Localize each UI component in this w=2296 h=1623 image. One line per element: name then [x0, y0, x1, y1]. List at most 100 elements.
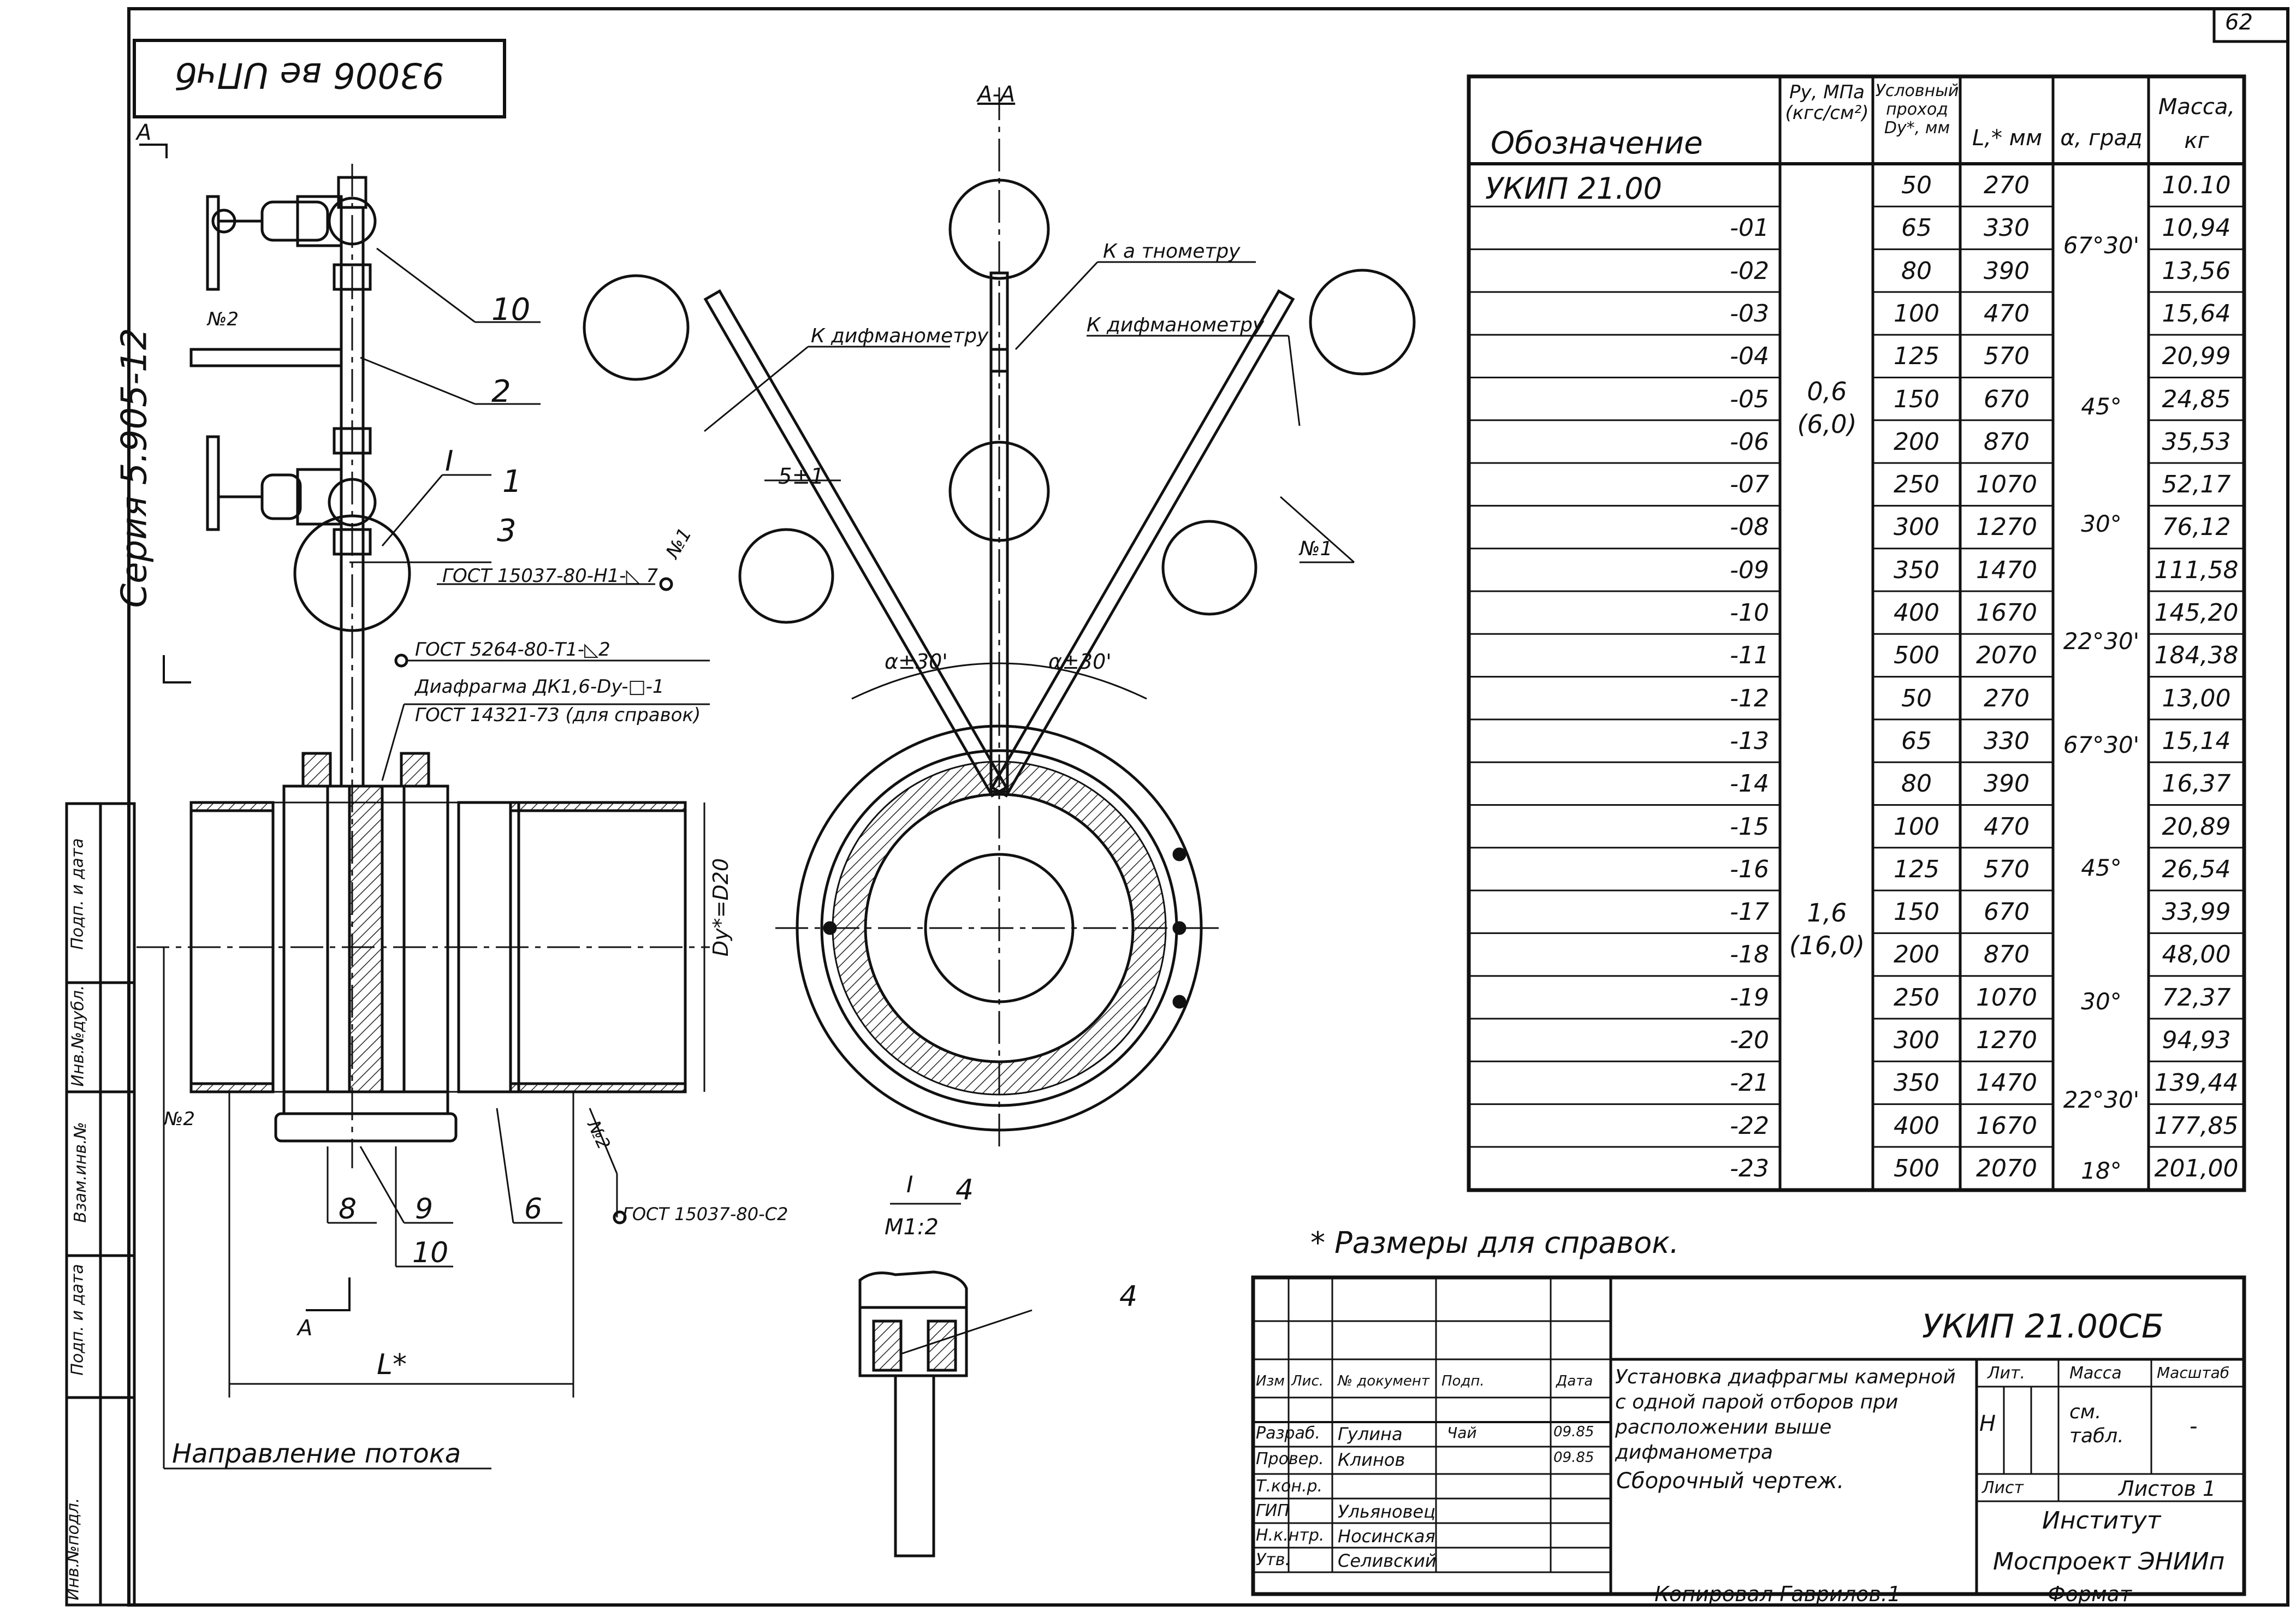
tb-scale: Масштаб	[2157, 1364, 2230, 1382]
weld-no2-label-b: №2	[164, 1108, 195, 1130]
row-length: 1270	[1976, 513, 2037, 542]
section-a-a	[583, 87, 1416, 1152]
stamp-podp-data-2: Подп. и дата	[68, 838, 87, 950]
row-designation: -15	[1730, 812, 1769, 841]
detail-title: I	[906, 1171, 913, 1198]
to-kontometer: К а тнометру	[1103, 240, 1241, 263]
row-nominal: 500	[1894, 1154, 1939, 1182]
tb-head-izm: Изм	[1256, 1373, 1285, 1389]
tb-head-doc: № документ	[1338, 1373, 1430, 1389]
row-length: 1470	[1976, 556, 2037, 584]
row-designation: -12	[1730, 684, 1769, 712]
angle-group-1: 67°30'	[2063, 232, 2140, 259]
row-length: 1070	[1976, 983, 2037, 1012]
header-length: L,* мм	[1972, 126, 2043, 151]
row-nominal: 100	[1894, 812, 1939, 841]
angle-left: α±30'	[885, 650, 948, 674]
pos-8: 8	[339, 1193, 357, 1226]
stamp-vzam-inv: Взам.инв.№	[70, 1122, 90, 1223]
tb-institute-2: Моспроект ЭНИИп	[1993, 1548, 2225, 1576]
side-stamp	[65, 802, 136, 1607]
row-mass: 48,00	[2162, 941, 2231, 969]
row-nominal: 65	[1901, 214, 1932, 242]
row-length: 390	[1984, 257, 2030, 285]
tb-role: Н.к.нтр.	[1256, 1526, 1325, 1545]
row-mass: 15,14	[2162, 727, 2231, 755]
row-designation: -23	[1730, 1154, 1769, 1182]
row-designation: -22	[1730, 1111, 1769, 1140]
sheet-frame	[127, 7, 2289, 1607]
tb-head-date: Дата	[1556, 1373, 1593, 1389]
row-designation: -07	[1730, 471, 1769, 499]
angle-group-9: 18°	[2081, 1157, 2122, 1184]
row-nominal: 350	[1894, 1069, 1939, 1097]
pos-1: 1	[502, 464, 522, 500]
pos-5: 10	[491, 292, 531, 328]
row-length: 330	[1984, 214, 2030, 242]
detail-i	[858, 1203, 1033, 1557]
tb-scale-value: -	[2190, 1414, 2198, 1439]
tb-sheet: Лист	[1982, 1478, 2024, 1497]
pressure-group-1-paren: (6,0)	[1797, 409, 1857, 439]
row-nominal: 300	[1894, 1026, 1939, 1054]
to-difmanometer-left: К дифманометру	[811, 325, 989, 347]
page-number: 62	[2225, 10, 2253, 35]
tb-name: Ульяновец	[1338, 1501, 1435, 1522]
row-nominal: 250	[1894, 983, 1939, 1012]
front-view	[137, 144, 710, 1470]
tb-mass: Масса	[2069, 1364, 2122, 1383]
diaphragm-note-2: ГОСТ 14321-73 (для справок)	[415, 704, 701, 726]
section-title: А-А	[977, 82, 1016, 107]
row-designation: -10	[1730, 599, 1769, 627]
row-designation: -11	[1730, 641, 1769, 670]
row-mass: 20,89	[2162, 812, 2231, 841]
flow-direction: Направление потока	[172, 1438, 461, 1469]
dim-l: L*	[377, 1348, 407, 1381]
to-difmanometer-right: К дифманометру	[1087, 314, 1265, 336]
row-mass: 145,20	[2154, 599, 2239, 627]
section-marker-top: А	[137, 120, 152, 145]
tb-role: Т.кон.р.	[1256, 1477, 1323, 1496]
row-designation: -09	[1730, 556, 1769, 584]
title-code: УКИП 21.00СБ	[1922, 1307, 2164, 1346]
row-nominal: 350	[1894, 556, 1939, 584]
row-designation: -17	[1730, 898, 1769, 926]
row-nominal: 300	[1894, 513, 1939, 542]
tb-lit-value: Н	[1979, 1411, 1996, 1436]
row-length: 1270	[1976, 1026, 2037, 1054]
row-mass: 139,44	[2154, 1069, 2239, 1097]
title-block-grid	[1251, 1275, 2246, 1596]
row-mass: 177,85	[2154, 1111, 2239, 1140]
row-nominal: 50	[1901, 171, 1932, 199]
row-length: 570	[1984, 342, 2030, 371]
row-mass: 16,37	[2162, 770, 2231, 798]
pressure-group-2-paren: (16,0)	[1789, 931, 1865, 960]
row-designation: -21	[1730, 1069, 1769, 1097]
row-mass: 10.10	[2162, 171, 2231, 199]
section-marker-bottom: А	[298, 1316, 313, 1341]
row-length: 270	[1984, 684, 2030, 712]
row-nominal: 100	[1894, 299, 1939, 328]
tb-name: Носинская	[1338, 1526, 1435, 1547]
row-designation: -03	[1730, 299, 1769, 328]
archive-box	[133, 39, 506, 118]
row-nominal: 50	[1901, 684, 1932, 712]
tb-role: Разраб.	[1256, 1424, 1320, 1443]
detail-scale: М1:2	[885, 1215, 939, 1240]
gost-2: ГОСТ 5264-80-Т1-◺2	[415, 639, 610, 661]
tb-document-name: Установка диафрагмы камерной с одной пар…	[1615, 1366, 1956, 1464]
row-mass: 35,53	[2162, 427, 2231, 456]
pos-2: 2	[491, 374, 511, 409]
tb-sign: Чай	[1447, 1424, 1477, 1442]
tb-date: 09.85	[1553, 1449, 1594, 1466]
row-length: 1470	[1976, 1069, 2037, 1097]
row-designation: -08	[1730, 513, 1769, 542]
row-mass: 76,12	[2162, 513, 2231, 542]
angle-group-8: 22°30'	[2063, 1086, 2140, 1113]
angle-group-5: 67°30'	[2063, 732, 2140, 758]
gost-3: ГОСТ 15037-80-С2	[622, 1204, 788, 1224]
row-length: 670	[1984, 898, 2030, 926]
row-designation: УКИП 21.00	[1485, 171, 1662, 206]
